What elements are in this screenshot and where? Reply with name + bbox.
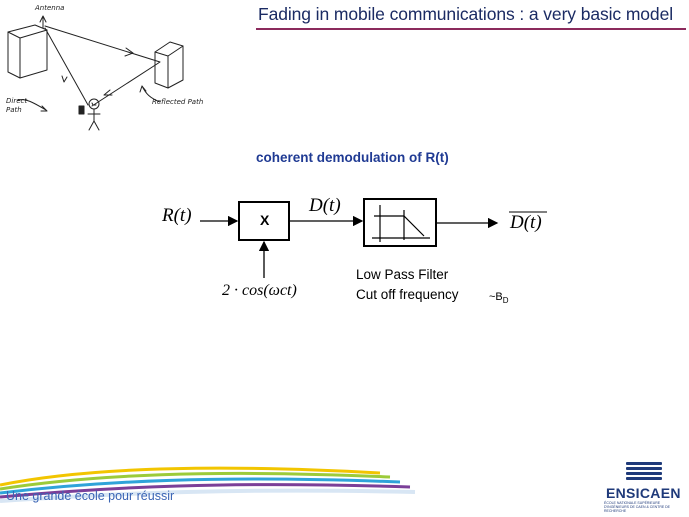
cutoff-value-label: ~BD (489, 291, 509, 305)
left-building-sketch (7, 24, 48, 79)
antenna-label: Antenna (35, 4, 65, 12)
mixer-symbol: X (260, 212, 270, 228)
footer-tagline: Une grande école pour réussir (6, 489, 175, 503)
slide-title: Fading in mobile communications : a very… (258, 4, 673, 24)
mixed-signal-label: D(t) (309, 195, 341, 216)
multipath-sketch (7, 15, 184, 131)
filter-name-label: Low Pass Filter (356, 267, 449, 282)
oscillator-label: 2 · cos(ωct) (222, 282, 297, 299)
cutoff-value: ~B (489, 291, 503, 303)
footer-swoosh (0, 466, 416, 503)
right-building-sketch (154, 41, 184, 89)
filter-response-icon (372, 205, 430, 242)
low-pass-filter-box (363, 198, 437, 247)
logo-subtitle: ÉCOLE NATIONALE SUPÉRIEURE D'INGÉNIEURS … (604, 501, 671, 513)
cutoff-text-label: Cut off frequency (356, 287, 459, 302)
reflected-path-sketch (44, 25, 161, 107)
title-underline (256, 28, 686, 30)
slide-subtitle: coherent demodulation of R(t) (256, 150, 449, 165)
logo-name: ENSICAEN (606, 485, 681, 501)
input-signal-label: R(t) (162, 205, 192, 226)
output-signal-label: D(t) (510, 212, 542, 233)
reflected-path-label: Reflected Path (152, 98, 204, 106)
cutoff-subscript: D (502, 296, 509, 306)
person-sketch (78, 98, 101, 131)
antenna-sketch (39, 15, 47, 29)
direct-path-sketch (44, 27, 89, 106)
direct-path-label: Direct Path (6, 97, 28, 114)
ensicaen-logo-icon (626, 462, 662, 480)
